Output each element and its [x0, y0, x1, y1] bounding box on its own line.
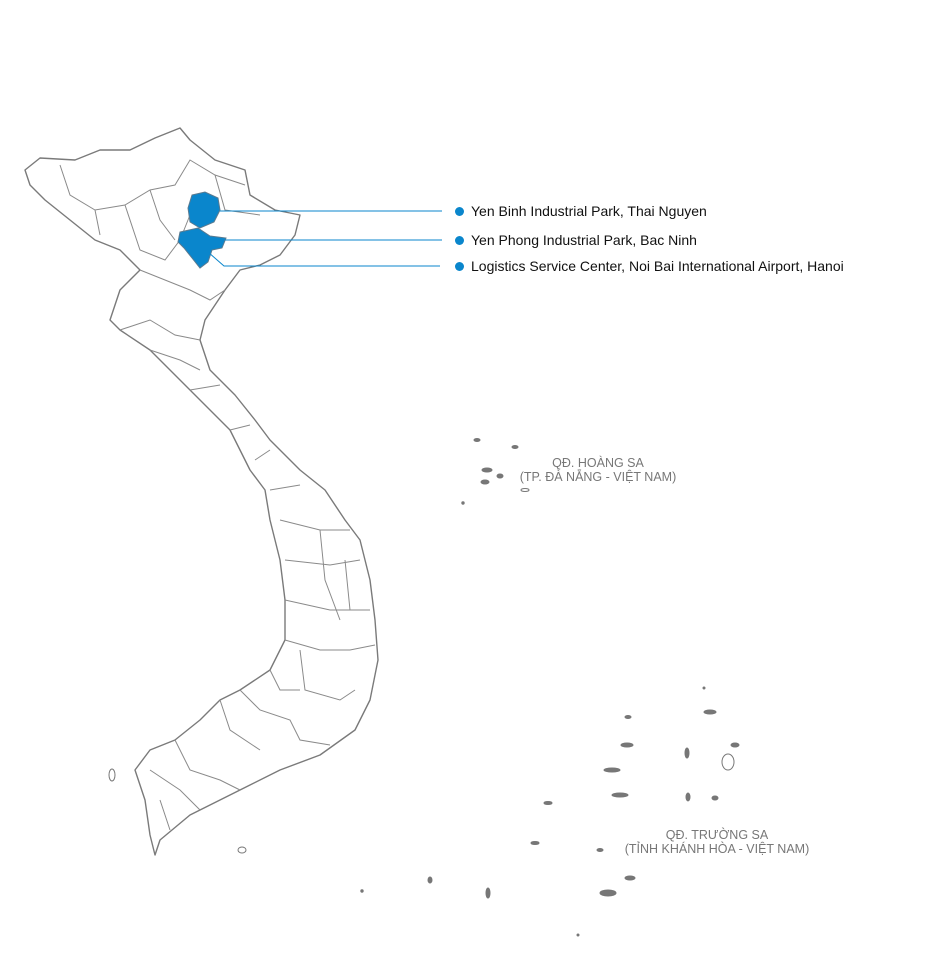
truong-sa-admin: (TỈNH KHÁNH HÒA - VIỆT NAM): [624, 842, 810, 856]
country-outline: [24, 127, 379, 856]
location-label: Yen Phong Industrial Park, Bac Ninh: [471, 232, 697, 248]
province-borders: [59, 159, 376, 831]
location-item-yen-phong[interactable]: Yen Phong Industrial Park, Bac Ninh: [455, 232, 697, 248]
location-item-noi-bai[interactable]: Logistics Service Center, Noi Bai Intern…: [455, 258, 844, 274]
location-label: Logistics Service Center, Noi Bai Intern…: [471, 258, 844, 274]
location-marker-icon: [455, 235, 464, 245]
location-item-yen-binh[interactable]: Yen Binh Industrial Park, Thai Nguyen: [455, 203, 707, 219]
location-label: Yen Binh Industrial Park, Thai Nguyen: [471, 203, 707, 219]
hoang-sa-name: QĐ. HOÀNG SA: [552, 456, 644, 470]
islands: [108, 438, 740, 937]
location-marker-icon: [455, 261, 464, 271]
location-marker-icon: [455, 206, 464, 216]
highlighted-provinces: [177, 191, 227, 269]
thai-nguyen-region: [187, 191, 221, 229]
leader-lines: [207, 210, 442, 267]
hanoi-bac-ninh-region: [177, 227, 227, 269]
hoang-sa-label: QĐ. HOÀNG SA (TP. ĐÀ NẴNG - VIỆT NAM): [508, 456, 688, 484]
truong-sa-label: QĐ. TRƯỜNG SA (TỈNH KHÁNH HÒA - VIỆT NAM…: [612, 828, 822, 856]
hoang-sa-admin: (TP. ĐÀ NẴNG - VIỆT NAM): [519, 470, 677, 484]
truong-sa-name: QĐ. TRƯỜNG SA: [665, 828, 769, 842]
